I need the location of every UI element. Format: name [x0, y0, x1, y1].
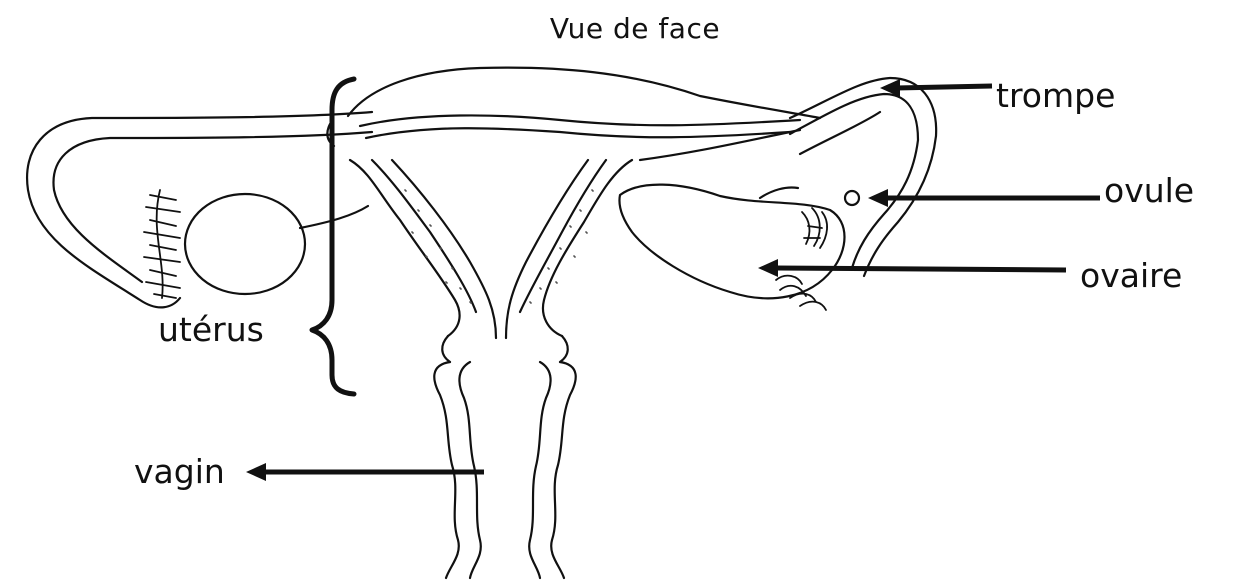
label-ovule: ovule [1104, 171, 1194, 210]
right-fimbriae [776, 208, 827, 310]
arrow-vagin [246, 463, 484, 481]
uterus-bracket [312, 79, 354, 394]
label-uterus: utérus [158, 310, 264, 349]
label-trompe: trompe [996, 76, 1115, 115]
label-ovaire: ovaire [1080, 256, 1182, 295]
label-vagin: vagin [134, 452, 225, 491]
ovule-cell [845, 191, 859, 205]
arrow-ovaire [758, 259, 1066, 277]
right-ovary [620, 185, 845, 299]
left-fimbriae [144, 190, 180, 298]
uterus-body [348, 68, 820, 362]
arrow-trompe [880, 79, 992, 97]
right-fallopian-tube [640, 78, 936, 276]
arrow-ovule [868, 189, 1100, 207]
left-ovary [185, 194, 305, 294]
